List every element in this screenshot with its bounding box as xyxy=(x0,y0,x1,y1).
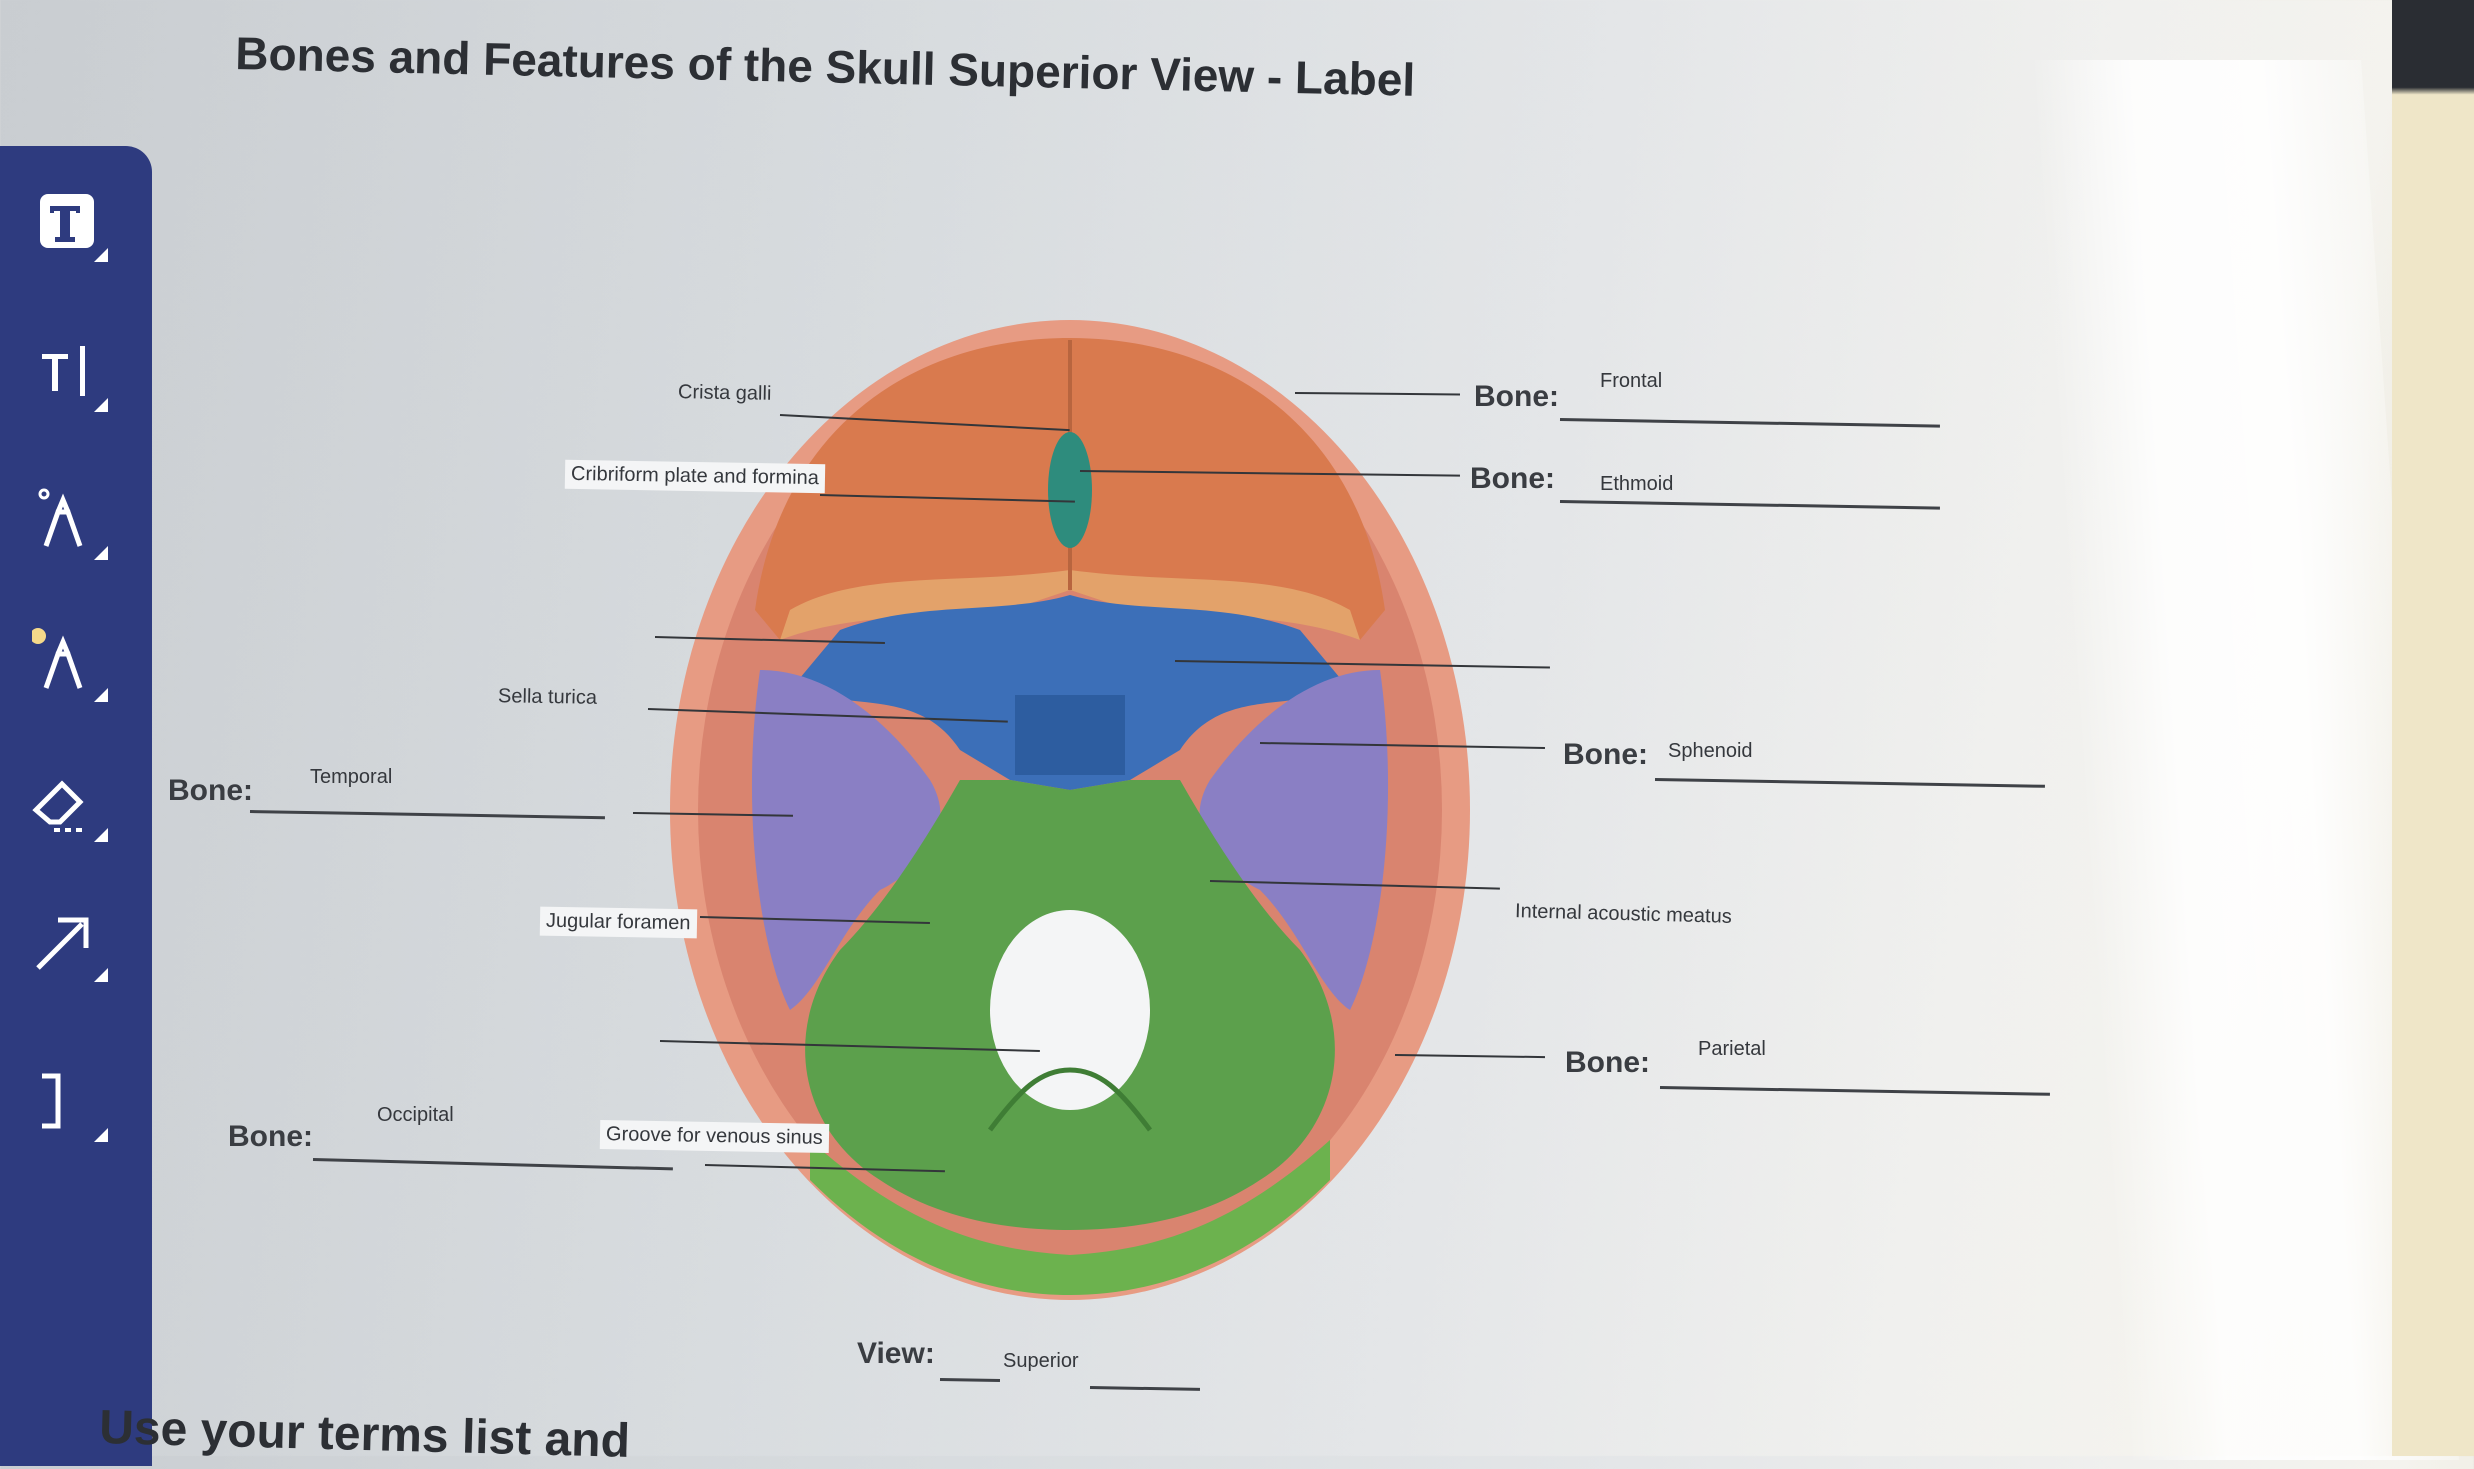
label-cribriform-plate: Cribriform plate and formina xyxy=(564,459,826,494)
answer-line-occipital xyxy=(312,1158,673,1171)
skull-superior-view-illustration xyxy=(670,320,1470,1300)
answer-occipital[interactable]: Occipital xyxy=(377,1104,454,1126)
pen-button[interactable] xyxy=(12,464,122,574)
pen-icon xyxy=(38,488,83,547)
text-tool-button[interactable] xyxy=(12,166,122,276)
answer-line-parietal xyxy=(1659,1086,2050,1096)
text-cursor-button[interactable] xyxy=(12,316,122,426)
answer-sphenoid[interactable]: Sphenoid xyxy=(1668,740,1753,762)
highlighter-icon xyxy=(32,628,83,689)
bone-label-frontal: Bone: xyxy=(1474,380,1559,413)
answer-line-sphenoid xyxy=(1654,778,2045,788)
eraser-icon xyxy=(32,780,84,832)
answer-temporal[interactable]: Temporal xyxy=(310,766,393,788)
bone-label-parietal: Bone: xyxy=(1565,1046,1650,1079)
answer-line-temporal xyxy=(249,810,605,820)
page-title: Bones and Features of the Skull Superior… xyxy=(234,26,1416,106)
label-internal-acoustic-meatus: Internal acoustic meatus xyxy=(1514,900,1733,928)
annotation-toolbar xyxy=(0,146,152,1466)
device-bezel xyxy=(2392,0,2474,1456)
view-line-right xyxy=(1089,1386,1201,1391)
answer-line-frontal xyxy=(1559,418,1940,428)
answer-ethmoid[interactable]: Ethmoid xyxy=(1600,473,1674,495)
bone-label-ethmoid: Bone: xyxy=(1470,462,1555,495)
answer-frontal[interactable]: Frontal xyxy=(1600,370,1663,392)
text-cursor-icon xyxy=(42,346,85,396)
answer-line-ethmoid xyxy=(1559,500,1940,510)
highlighter-button[interactable] xyxy=(12,606,122,716)
label-jugular-foramen: Jugular foramen xyxy=(539,906,697,939)
text-tool-icon xyxy=(40,194,94,248)
arrow-icon xyxy=(36,917,89,970)
view-label: View: xyxy=(857,1337,935,1370)
bracket-button[interactable] xyxy=(12,1046,122,1156)
label-crista-galli: Crista galli xyxy=(677,381,772,405)
bracket-icon xyxy=(42,1073,61,1129)
label-sella-turcica: Sella turica xyxy=(497,685,598,709)
bone-label-sphenoid: Bone: xyxy=(1563,738,1648,771)
eraser-button[interactable] xyxy=(12,746,122,856)
view-line-left xyxy=(939,1378,1001,1383)
instructions-text: Use your terms list and xyxy=(98,1400,631,1468)
bone-label-temporal: Bone: xyxy=(168,774,253,807)
view-answer[interactable]: Superior xyxy=(1003,1350,1079,1372)
answer-parietal[interactable]: Parietal xyxy=(1698,1038,1766,1060)
arrow-button[interactable] xyxy=(12,886,122,996)
bone-label-occipital: Bone: xyxy=(228,1120,313,1153)
label-groove-venous-sinus: Groove for venous sinus xyxy=(599,1120,830,1153)
